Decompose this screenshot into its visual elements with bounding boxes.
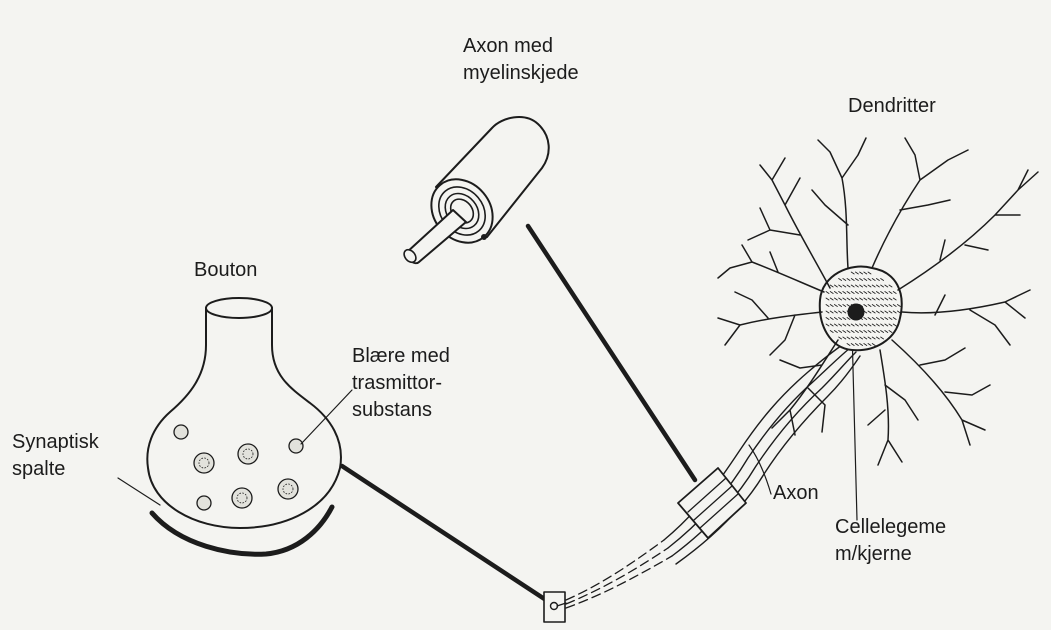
label-dendrites: Dendritter [848, 93, 936, 120]
cell-body [820, 267, 902, 351]
myelin-segment [678, 468, 746, 538]
vesicle [232, 488, 252, 508]
axon-dashed [566, 540, 672, 608]
label-axon: Axon [773, 480, 819, 507]
vesicle [278, 479, 298, 499]
bouton [147, 298, 341, 554]
vesicle [174, 425, 188, 439]
vesicle [197, 496, 211, 510]
label-synaptic-cleft: Synaptisk spalte [12, 429, 99, 483]
label-axon-myelin-sheath: Axon med myelinskjede [463, 33, 579, 87]
vesicle [194, 453, 214, 473]
leader-cell-body [852, 330, 857, 520]
axon-bundle [664, 343, 860, 564]
connector-bouton [342, 466, 546, 600]
nucleus [848, 304, 864, 320]
terminal-box [544, 592, 565, 622]
vesicle [238, 444, 258, 464]
leader-synaptic-cleft [118, 478, 160, 505]
vesicles [174, 425, 303, 510]
label-bouton: Bouton [194, 257, 257, 284]
connector-myelin [528, 226, 695, 480]
postsynaptic-membrane [152, 507, 332, 554]
myelinated-axon-detail [402, 117, 549, 265]
label-vesicle: Blære med trasmittor- substans [352, 343, 450, 424]
leader-vesicle [301, 390, 352, 444]
bouton-top-opening [206, 298, 272, 318]
label-cell-body: Cellelegeme m/kjerne [835, 514, 946, 568]
vesicle [289, 439, 303, 453]
